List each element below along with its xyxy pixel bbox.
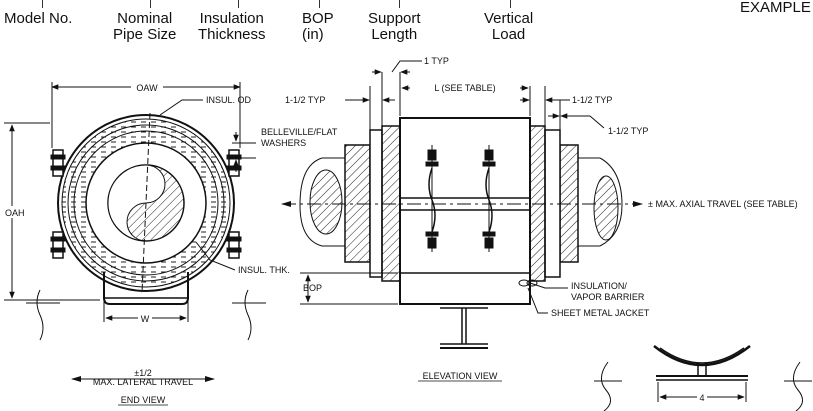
detail-dim-label: 4 (699, 393, 704, 403)
oaw-label: OAW (136, 83, 158, 93)
end-view (4, 81, 266, 406)
insulation-label-1: INSULATION/ (571, 281, 627, 291)
washers-label-2: WASHERS (261, 138, 306, 148)
end-view-title: END VIEW (121, 395, 166, 405)
w-label: W (141, 314, 150, 324)
header-tick (510, 0, 511, 8)
header-tick (319, 0, 320, 8)
header-tick (399, 0, 400, 8)
bolt-left (425, 145, 439, 252)
elevation-view-title: ELEVATION VIEW (423, 371, 498, 381)
typ-1-label: 1 TYP (424, 56, 449, 66)
length-label: L (SEE TABLE) (434, 83, 495, 93)
header-tick (150, 0, 151, 8)
header-example: EXAMPLE (740, 0, 811, 16)
bop-label: BOP (303, 283, 322, 293)
header-tick (42, 0, 43, 8)
detail-saddle (594, 345, 812, 411)
typ-left-label: 1-1/2 TYP (285, 95, 325, 105)
bolt-right (482, 145, 496, 252)
elevation-view (281, 60, 643, 382)
lateral-label-2: MAX. LATERAL TRAVEL (93, 377, 193, 387)
insul-thk-label: INSUL. THK. (238, 265, 290, 275)
insul-od-label: INSUL. OD (206, 95, 252, 105)
washers-label-1: BELLEVILLE/FLAT (261, 127, 338, 137)
jacket-label: SHEET METAL JACKET (551, 308, 650, 318)
lateral-label-1: ±1/2 (134, 368, 151, 378)
header-tick (238, 0, 239, 8)
header-bop: BOP(in) (302, 10, 334, 43)
header-model-no: Model No. (4, 10, 73, 27)
insulation-label-2: VAPOR BARRIER (571, 292, 645, 302)
typ-right-label-1: 1-1/2 TYP (572, 95, 612, 105)
axial-travel-label: ± MAX. AXIAL TRAVEL (SEE TABLE) (648, 199, 798, 209)
oah-label: OAH (5, 208, 25, 218)
typ-right-label-2: 1-1/2 TYP (608, 126, 648, 136)
